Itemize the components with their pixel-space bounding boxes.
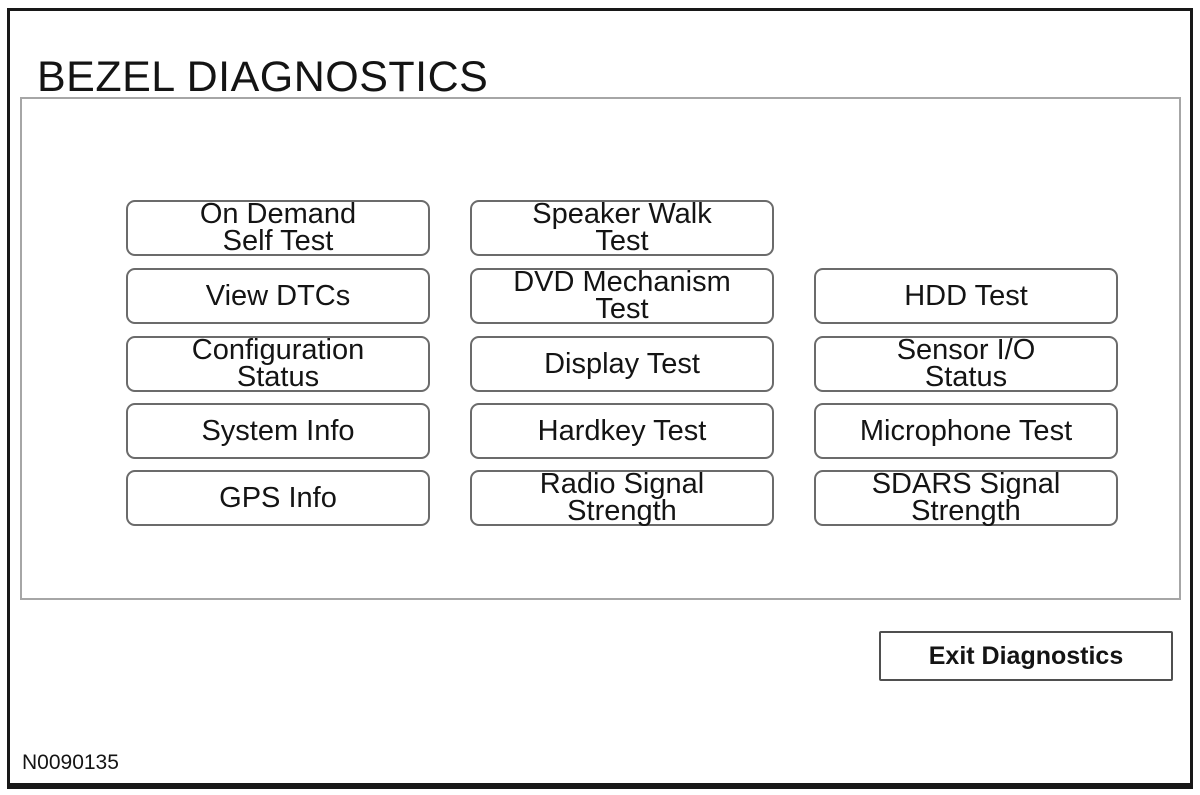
button-label: HDD Test xyxy=(904,279,1028,312)
button-dvd-mechanism-test[interactable]: DVD Mechanism Test xyxy=(470,268,774,324)
button-gps-info[interactable]: GPS Info xyxy=(126,470,430,526)
button-configuration-status[interactable]: Configuration Status xyxy=(126,336,430,392)
button-label: Radio Signal Strength xyxy=(539,468,705,527)
button-label: GPS Info xyxy=(219,481,337,514)
button-label: Microphone Test xyxy=(859,414,1073,447)
button-label: Display Test xyxy=(544,347,700,380)
button-label: System Info xyxy=(201,414,355,447)
button-label: View DTCs xyxy=(205,279,351,312)
button-display-test[interactable]: Display Test xyxy=(470,336,774,392)
figure-number-label: N0090135 xyxy=(22,751,119,774)
button-hardkey-test[interactable]: Hardkey Test xyxy=(470,403,774,459)
button-view-dtcs[interactable]: View DTCs xyxy=(126,268,430,324)
figure-outer-frame xyxy=(7,8,1193,789)
button-on-demand-self-test[interactable]: On Demand Self Test xyxy=(126,200,430,256)
button-label: Hardkey Test xyxy=(537,414,707,447)
button-label: SDARS Signal Strength xyxy=(871,468,1061,527)
diagnostics-button-panel xyxy=(20,97,1181,600)
button-label: On Demand Self Test xyxy=(199,198,357,257)
button-label: Sensor I/O Status xyxy=(896,334,1036,393)
button-sensor-io-status[interactable]: Sensor I/O Status xyxy=(814,336,1118,392)
button-label: DVD Mechanism Test xyxy=(513,266,731,325)
exit-diagnostics-button[interactable]: Exit Diagnostics xyxy=(879,631,1173,681)
button-radio-signal-strength[interactable]: Radio Signal Strength xyxy=(470,470,774,526)
button-microphone-test[interactable]: Microphone Test xyxy=(814,403,1118,459)
button-label: Speaker Walk Test xyxy=(532,198,712,257)
button-label: Configuration Status xyxy=(191,334,365,393)
button-system-info[interactable]: System Info xyxy=(126,403,430,459)
button-hdd-test[interactable]: HDD Test xyxy=(814,268,1118,324)
button-speaker-walk-test[interactable]: Speaker Walk Test xyxy=(470,200,774,256)
exit-diagnostics-label: Exit Diagnostics xyxy=(928,641,1124,670)
page-title: BEZEL DIAGNOSTICS xyxy=(37,53,489,101)
button-sdars-signal-strength[interactable]: SDARS Signal Strength xyxy=(814,470,1118,526)
